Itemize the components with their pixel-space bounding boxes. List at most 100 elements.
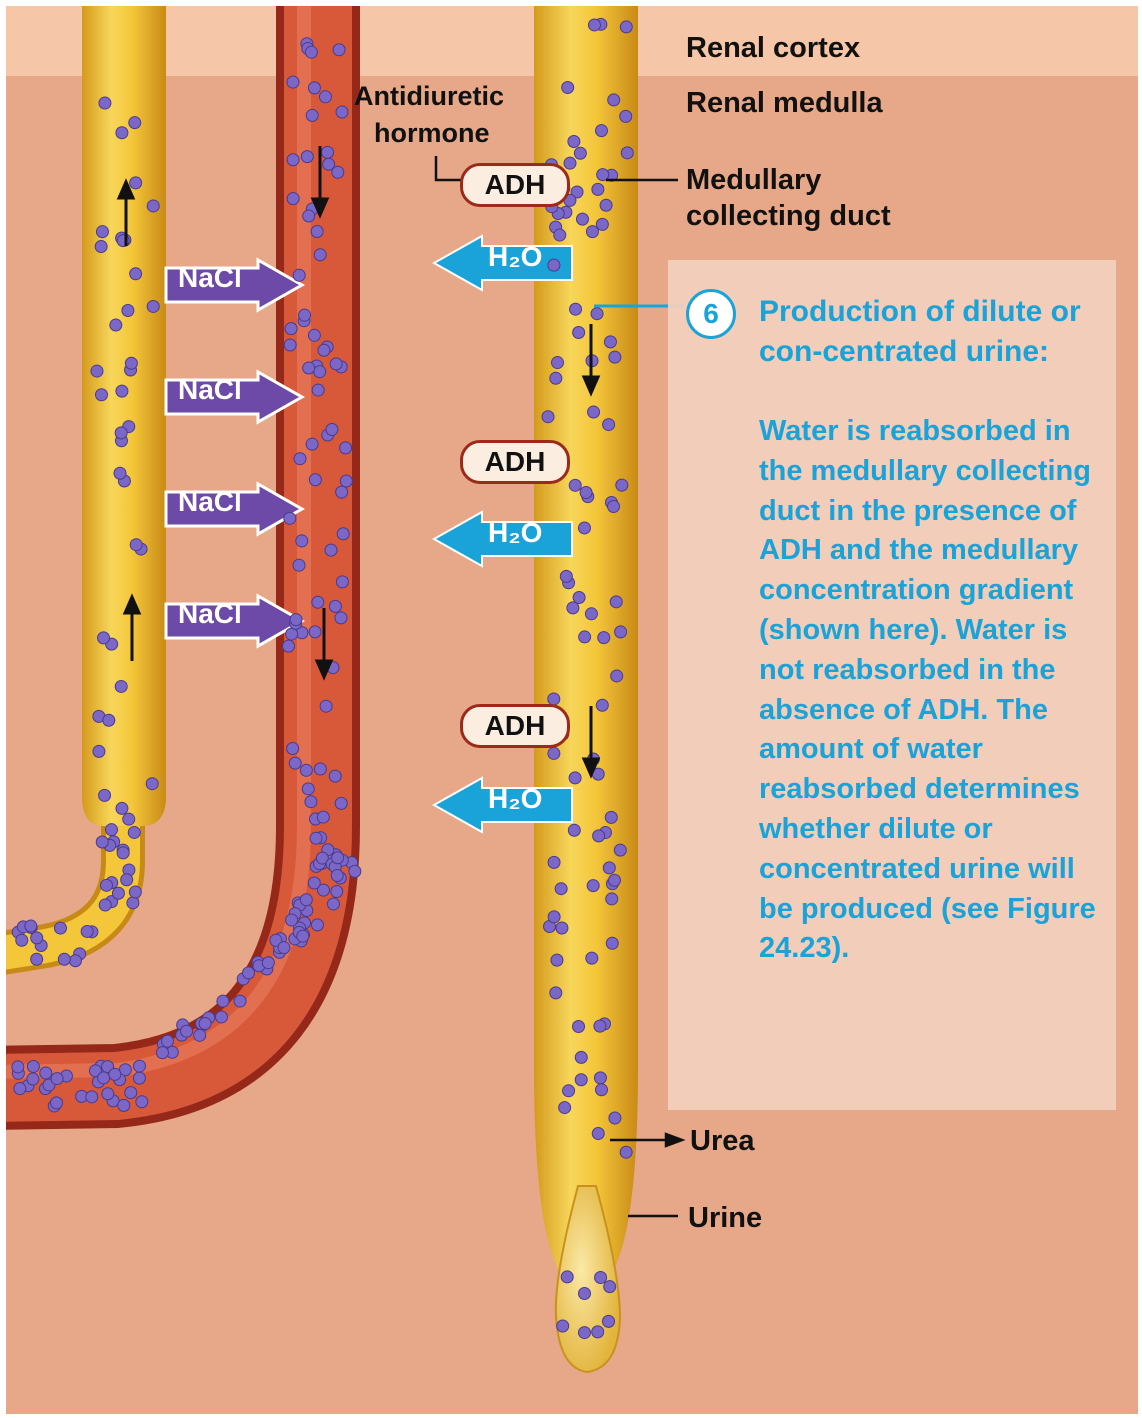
hormone-label: hormone [374, 115, 490, 151]
solute-dot [27, 1073, 39, 1085]
solute-dot [542, 411, 554, 423]
solute-dot [31, 932, 43, 944]
solute-dot [598, 632, 610, 644]
solute-dot [128, 826, 140, 838]
solute-dot [156, 1047, 168, 1059]
solute-dot [551, 954, 563, 966]
solute-dot [574, 147, 586, 159]
solute-dot [317, 811, 329, 823]
solute-dot [567, 602, 579, 614]
solute-dot [130, 539, 142, 551]
solute-dot [309, 474, 321, 486]
nacl-label: NaCl [178, 372, 242, 408]
solute-dot [290, 614, 302, 626]
solute-dot [587, 880, 599, 892]
solute-dot [116, 385, 128, 397]
solute-dot [199, 1017, 211, 1029]
solute-dot [620, 21, 632, 33]
renal-medulla-label: Renal medulla [686, 85, 883, 121]
solute-dot [130, 268, 142, 280]
solute-dot [115, 680, 127, 692]
solute-dot [305, 46, 317, 58]
solute-dot [284, 339, 296, 351]
solute-dot [335, 612, 347, 624]
adh-badge: ADH [460, 704, 570, 748]
solute-dot [278, 942, 290, 954]
solute-dot [340, 475, 352, 487]
solute-dot [331, 870, 343, 882]
solute-dot [114, 467, 126, 479]
solute-dot [283, 640, 295, 652]
solute-dot [620, 110, 632, 122]
solute-dot [608, 500, 620, 512]
adh-badge: ADH [460, 163, 570, 207]
solute-dot [595, 1271, 607, 1283]
solute-dot [99, 97, 111, 109]
solute-dot [568, 824, 580, 836]
solute-dot [592, 1127, 604, 1139]
solute-dot [118, 1099, 130, 1111]
solute-dot [555, 883, 567, 895]
solute-dot [575, 1074, 587, 1086]
collecting-duct-label: collecting duct [686, 198, 891, 234]
solute-dot [284, 512, 296, 524]
solute-dot [93, 745, 105, 757]
solute-dot [14, 1083, 26, 1095]
solute-dot [603, 862, 615, 874]
solute-dot [332, 166, 344, 178]
solute-dot [127, 897, 139, 909]
renal-cortex-label: Renal cortex [686, 30, 860, 66]
solute-dot [605, 811, 617, 823]
solute-dot [109, 1068, 121, 1080]
solute-dot [129, 886, 141, 898]
solute-dot [330, 358, 342, 370]
solute-dot [91, 365, 103, 377]
solute-dot [550, 987, 562, 999]
ascending-limb [6, 6, 166, 954]
solute-dot [303, 210, 315, 222]
solute-dot [586, 226, 598, 238]
solute-dot [110, 319, 122, 331]
solute-dot [548, 747, 560, 759]
solute-dot [576, 213, 588, 225]
solute-dot [614, 844, 626, 856]
solute-dot [12, 1061, 24, 1073]
solute-dot [349, 865, 361, 877]
solute-dot [123, 813, 135, 825]
solute-dot [217, 995, 229, 1007]
solute-dot [51, 1097, 63, 1109]
solute-dot [310, 832, 322, 844]
solute-dot [146, 778, 158, 790]
solute-dot [585, 608, 597, 620]
solute-dot [69, 955, 81, 967]
solute-dot [592, 1326, 604, 1338]
adh-badge: ADH [460, 440, 570, 484]
solute-dot [314, 249, 326, 261]
solute-dot [314, 366, 326, 378]
solute-dot [306, 109, 318, 121]
solute-dot [81, 925, 93, 937]
solute-dot [606, 937, 618, 949]
solute-dot [569, 479, 581, 491]
nacl-label: NaCl [178, 260, 242, 296]
solute-dot [136, 1096, 148, 1108]
solute-dot [16, 934, 28, 946]
solute-dot [594, 1072, 606, 1084]
solute-dot [125, 357, 137, 369]
solute-dot [335, 797, 347, 809]
solute-dot [287, 154, 299, 166]
solute-dot [95, 241, 107, 253]
solute-dot [336, 486, 348, 498]
solute-dot [551, 357, 563, 369]
solute-dot [314, 763, 326, 775]
urea-label: Urea [690, 1123, 755, 1159]
solute-dot [115, 427, 127, 439]
solute-dot [332, 852, 344, 864]
solute-dot [95, 389, 107, 401]
solute-dot [162, 1035, 174, 1047]
solute-dot [303, 362, 315, 374]
solute-dot [578, 1327, 590, 1339]
solute-dot [98, 632, 110, 644]
solute-dot [320, 700, 332, 712]
solute-dot [117, 847, 129, 859]
